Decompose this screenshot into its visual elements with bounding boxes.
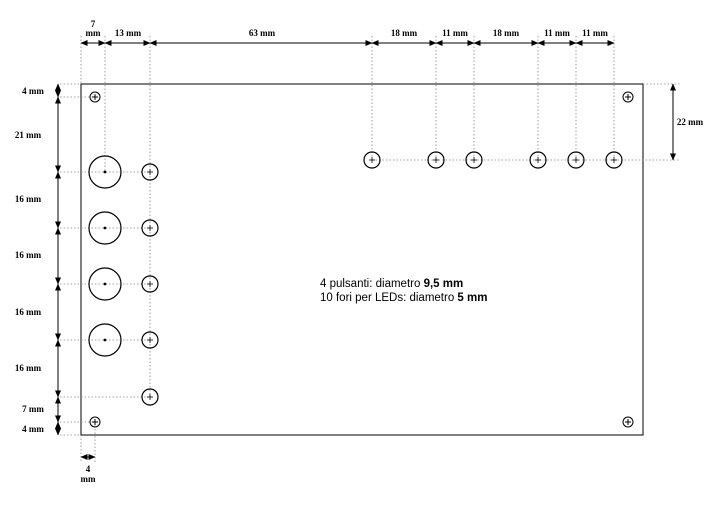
led-hole [465,151,483,169]
button-hole [88,323,122,357]
led-hole [141,331,159,349]
dim-row-spacing-2: 16 mm [15,250,42,260]
dim-row-spacing-1: 16 mm [15,194,42,204]
dim-led-column-offset: 13 mm [115,28,142,38]
led-hole [141,275,159,293]
mounting-holes [89,91,634,428]
dim-led-spacing-2: 11 mm [442,28,468,38]
button-hole [88,211,122,245]
led-hole [141,163,159,181]
dim-row-spacing-4: 16 mm [15,363,42,373]
dim-corner-hole-offset-unit: mm [81,474,96,484]
note-leds: 10 fori per LEDs: diametro 5 mm [320,292,487,304]
mounting-hole [89,416,101,428]
led-hole [141,219,159,237]
mounting-hole [89,91,101,103]
led-hole [427,151,445,169]
board-outline [80,83,644,436]
dim-to-first-row: 21 mm [15,130,42,140]
dim-to-last-led: 7 mm [22,404,44,414]
led-hole [363,151,381,169]
mounting-hole [622,91,634,103]
dim-led-spacing-1: 18 mm [391,28,418,38]
dim-row-spacing-3: 16 mm [15,307,42,317]
dim-top-margin: 4 mm [22,86,44,96]
led-hole [605,151,623,169]
left-dimension-labels: 4 mm 21 mm 16 mm 16 mm 16 mm 16 mm 7 mm … [15,86,44,434]
dim-corner-hole-offset-num: 4 [86,464,91,474]
button-hole [88,267,122,301]
led-hole [141,388,159,406]
note-buttons: 4 pulsanti: diametro 9,5 mm [320,278,463,290]
led-hole [567,151,585,169]
button-holes [88,155,122,357]
dim-bottom-margin: 4 mm [22,424,44,434]
mounting-hole [622,416,634,428]
guide-lines [60,36,680,462]
dim-led-spacing-3: 18 mm [493,28,520,38]
led-hole [529,151,547,169]
dim-led-spacing-4: 11 mm [544,28,570,38]
dim-led-row-from-top: 22 mm [677,117,704,127]
button-hole [88,155,122,189]
dim-gap-to-led-row: 63 mm [249,28,276,38]
led-holes [141,151,623,406]
dim-led-spacing-5: 11 mm [582,28,608,38]
